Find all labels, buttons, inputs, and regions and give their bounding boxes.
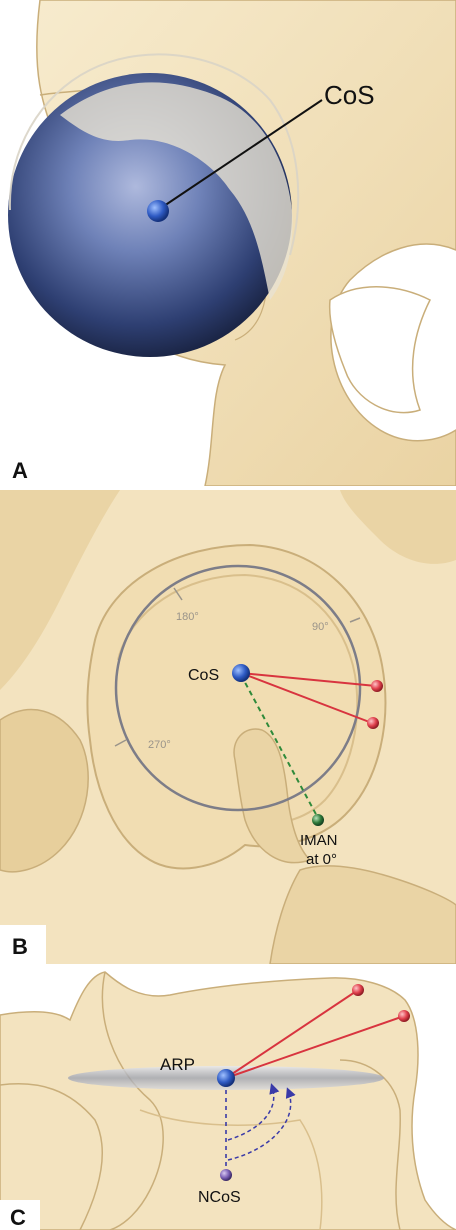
red-marker-upper-b [371, 680, 383, 692]
degree-label-270: 270° [148, 739, 171, 751]
iman-marker [312, 814, 324, 826]
red-marker-c1 [352, 984, 364, 996]
cos-marker-a [147, 200, 169, 222]
panel-letter-a: A [12, 458, 28, 483]
panel-a: CoS A [0, 0, 456, 486]
ncos-label: NCoS [198, 1189, 241, 1206]
arp-marker [217, 1069, 235, 1087]
acetabular-rim-b [88, 545, 386, 868]
degree-label-180: 180° [176, 611, 199, 623]
cos-label-a: CoS [324, 80, 375, 110]
degree-label-90: 90° [312, 621, 329, 633]
panel-letter-b: B [12, 934, 28, 959]
panel-b: 180° 90° 270° CoS IMAN at 0° B [0, 490, 456, 964]
cos-marker-b [232, 664, 250, 682]
ncos-marker [220, 1169, 232, 1181]
red-marker-c2 [398, 1010, 410, 1022]
iman-label-line1: IMAN [300, 832, 338, 849]
cos-label-b: CoS [188, 667, 219, 684]
iman-label-line2: at 0° [306, 851, 337, 868]
panel-c: ARP NCoS C [0, 968, 456, 1230]
arp-label: ARP [160, 1055, 195, 1074]
panel-letter-c: C [10, 1205, 26, 1230]
red-marker-lower-b [367, 717, 379, 729]
